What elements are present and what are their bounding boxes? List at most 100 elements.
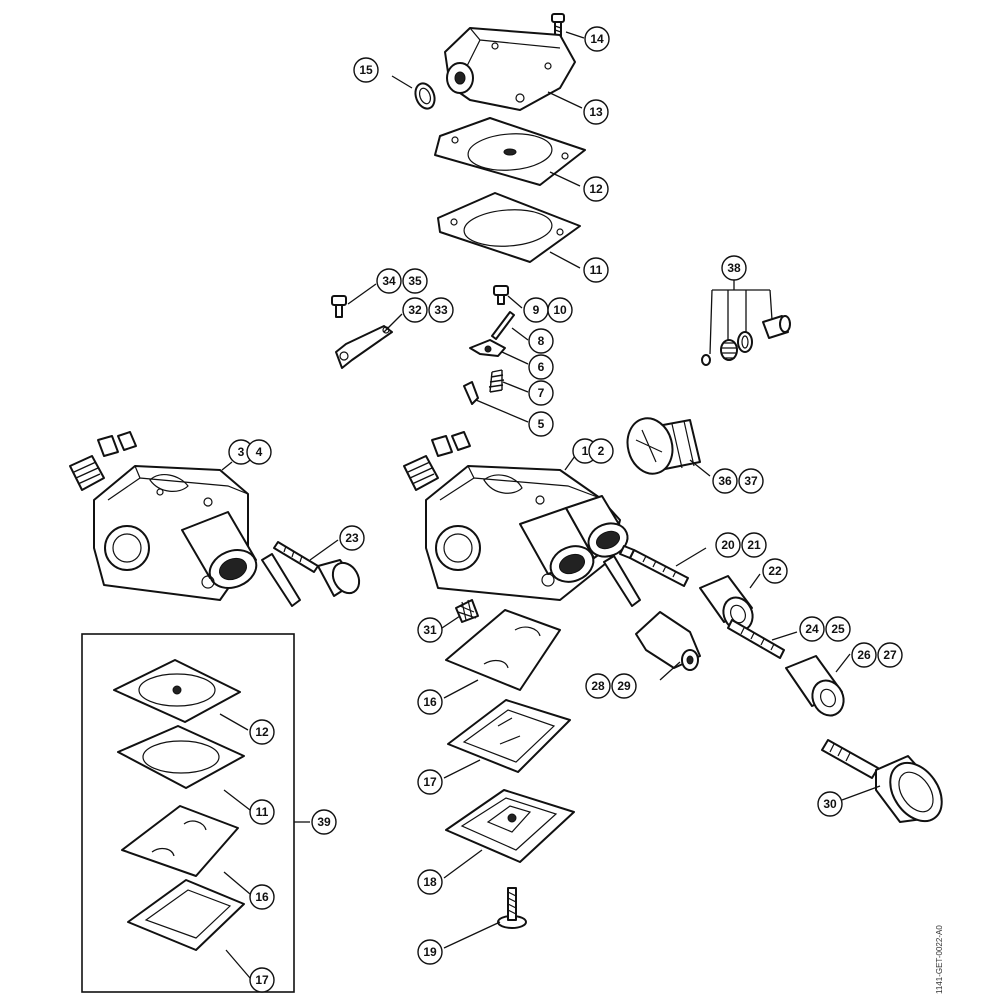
svg-text:27: 27 <box>883 648 897 662</box>
part-diaphragm-16 <box>445 609 561 691</box>
callout-6: 6 <box>528 354 554 380</box>
svg-text:3: 3 <box>238 445 245 459</box>
part-inlet-lever-6 <box>469 339 506 357</box>
callout-24: 24 <box>799 616 825 642</box>
callout-9: 9 <box>523 297 549 323</box>
part-adjust-screw-23 <box>273 541 361 597</box>
callout-2: 2 <box>588 438 614 464</box>
part-screw-19 <box>497 887 527 929</box>
callout-32: 32 <box>402 297 428 323</box>
part-screw-34-35 <box>331 295 347 318</box>
part-limiter-cap-22 <box>699 575 754 632</box>
svg-text:19: 19 <box>423 945 437 959</box>
part-carburetor-body-1-2 <box>403 431 641 607</box>
callout-23: 23 <box>339 525 365 551</box>
part-gasket-17 <box>447 699 571 773</box>
callout-39: 39 <box>311 809 337 835</box>
kit-gasket-11 <box>117 725 245 789</box>
callout-33: 33 <box>428 297 454 323</box>
svg-text:31: 31 <box>423 623 437 637</box>
part-lever-32-33 <box>335 325 393 369</box>
part-gasket-11 <box>437 192 581 263</box>
callout-28: 28 <box>585 673 611 699</box>
svg-text:23: 23 <box>345 531 359 545</box>
callout-25: 25 <box>825 616 851 642</box>
callout-12: 12 <box>583 176 609 202</box>
callout-20: 20 <box>715 532 741 558</box>
callout-kit-17: 17 <box>249 967 275 993</box>
svg-text:34: 34 <box>382 274 396 288</box>
leader-lines <box>219 31 881 979</box>
svg-text:9: 9 <box>533 303 540 317</box>
callout-30: 30 <box>817 791 843 817</box>
svg-text:18: 18 <box>423 875 437 889</box>
svg-text:10: 10 <box>553 303 567 317</box>
svg-text:29: 29 <box>617 679 631 693</box>
part-screw-30 <box>821 739 943 823</box>
svg-text:14: 14 <box>590 32 604 46</box>
callout-8: 8 <box>528 328 554 354</box>
callout-27: 27 <box>877 642 903 668</box>
svg-text:5: 5 <box>538 417 545 431</box>
callout-35: 35 <box>402 268 428 294</box>
callout-29: 29 <box>611 673 637 699</box>
svg-text:21: 21 <box>747 538 761 552</box>
part-diaphragm-12 <box>434 117 586 186</box>
svg-text:20: 20 <box>721 538 735 552</box>
svg-text:26: 26 <box>857 648 871 662</box>
svg-text:37: 37 <box>744 474 758 488</box>
callout-37: 37 <box>738 468 764 494</box>
part-pin-8 <box>491 311 515 340</box>
callout-36: 36 <box>712 468 738 494</box>
kit-gasket-17 <box>127 879 245 951</box>
svg-text:12: 12 <box>589 182 603 196</box>
callout-26: 26 <box>851 642 877 668</box>
part-screw-9-10 <box>493 285 509 305</box>
svg-text:28: 28 <box>591 679 605 693</box>
part-filter-cap-36-37 <box>626 417 701 475</box>
part-end-cover-18 <box>445 789 575 863</box>
part-valve-set-38 <box>701 315 791 366</box>
part-pump-cover-13 <box>444 27 576 111</box>
callout-15: 15 <box>353 57 379 83</box>
svg-text:6: 6 <box>538 360 545 374</box>
callout-kit-16: 16 <box>249 884 275 910</box>
part-spring-7 <box>488 369 505 393</box>
svg-text:8: 8 <box>538 334 545 348</box>
callout-19: 19 <box>417 939 443 965</box>
svg-text:15: 15 <box>359 63 373 77</box>
svg-text:16: 16 <box>255 890 269 904</box>
svg-text:12: 12 <box>255 725 269 739</box>
svg-text:2: 2 <box>598 444 605 458</box>
callout-7: 7 <box>528 380 554 406</box>
repair-kit-frame <box>81 633 295 993</box>
svg-text:33: 33 <box>434 303 448 317</box>
part-adjust-screw-24-25 <box>727 619 785 659</box>
kit-diaphragm-12 <box>113 659 241 723</box>
callout-18: 18 <box>417 869 443 895</box>
svg-text:30: 30 <box>823 797 837 811</box>
callout-kit-11: 11 <box>249 799 275 825</box>
part-ring-15 <box>414 82 436 110</box>
svg-text:38: 38 <box>727 261 741 275</box>
part-bracket-28-29 <box>635 611 701 671</box>
svg-text:11: 11 <box>256 805 269 819</box>
part-adjust-screw-20-21 <box>619 545 689 587</box>
part-screen-31 <box>455 599 479 623</box>
callout-34: 34 <box>376 268 402 294</box>
kit-diaphragm-16 <box>121 805 239 877</box>
drawing-code: 1141-GET-0022-A0 <box>935 925 944 994</box>
callout-17: 17 <box>417 769 443 795</box>
svg-text:39: 39 <box>317 815 331 829</box>
callout-kit-12: 12 <box>249 719 275 745</box>
callout-31: 31 <box>417 617 443 643</box>
callout-14: 14 <box>584 26 610 52</box>
svg-text:4: 4 <box>256 445 263 459</box>
callouts: 14 15 13 12 11 34 35 32 33 9 10 8 6 7 5 … <box>228 26 903 993</box>
svg-text:16: 16 <box>423 695 437 709</box>
svg-text:35: 35 <box>408 274 422 288</box>
svg-text:17: 17 <box>423 775 437 789</box>
part-carburetor-body-3-4 <box>69 431 301 607</box>
